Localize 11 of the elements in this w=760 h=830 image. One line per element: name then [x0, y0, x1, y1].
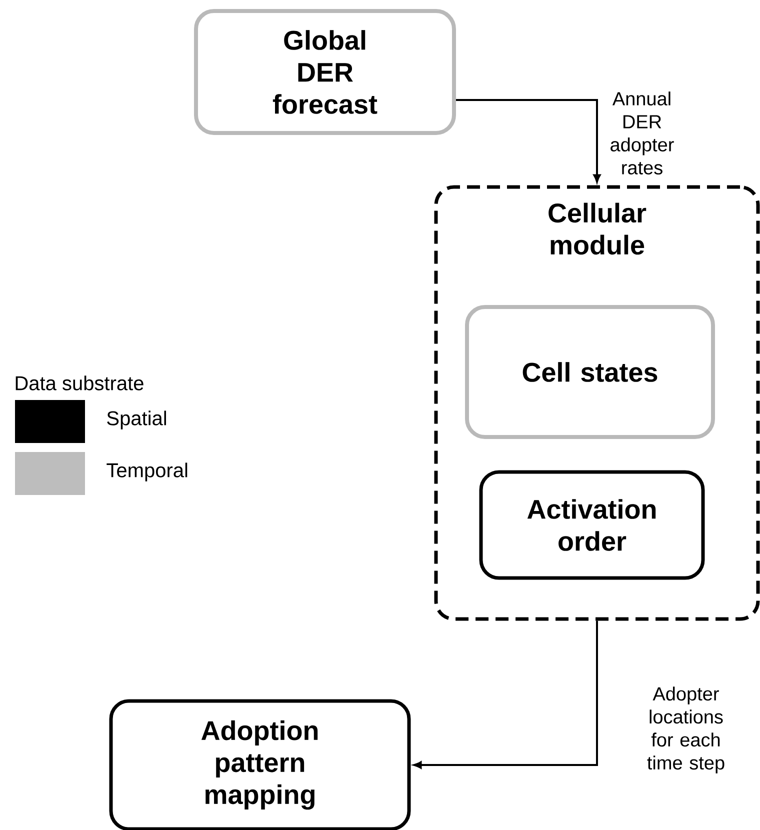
process-box: Global DER forecast	[194, 9, 456, 135]
edge-label: Annual DER adopter rates	[610, 92, 674, 174]
process-box: Adoption pattern mapping	[109, 699, 411, 830]
process-box: Cell states	[465, 305, 715, 439]
legend-label: Spatial	[107, 410, 166, 430]
legend-title: Data substrate	[16, 376, 144, 390]
arrow	[414, 620, 598, 769]
process-box: Activation order	[479, 470, 705, 580]
arrow	[456, 99, 601, 182]
legend-label: Temporal	[106, 462, 188, 482]
edge-label: Adopter locations for each time step	[647, 686, 724, 774]
